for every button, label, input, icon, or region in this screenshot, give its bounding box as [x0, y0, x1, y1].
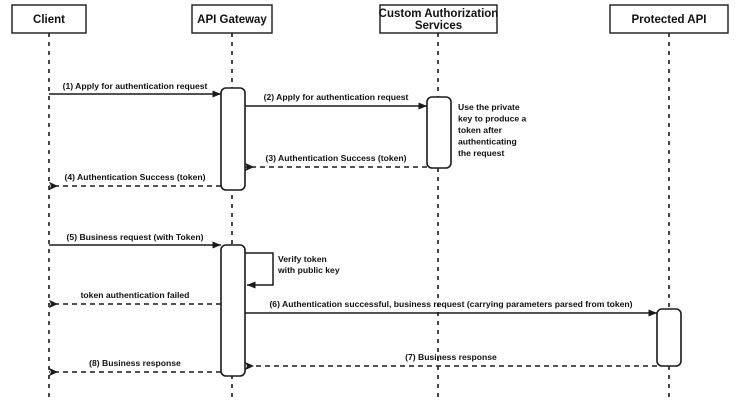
lifelines-layer	[48, 33, 670, 397]
message-msg-3[interactable]: (3) Authentication Success (token)	[244, 153, 427, 172]
activations-layer	[220, 87, 682, 377]
message-label-msg-8: (8) Business response	[89, 358, 181, 368]
message-label-msg-5: (5) Business request (with Token)	[67, 232, 204, 242]
note-line-note-private-key-2: token after	[458, 125, 503, 135]
activation-bar-gateway-act-1	[220, 87, 246, 191]
participant-gateway[interactable]: API Gateway	[191, 4, 273, 34]
participant-label-gateway: API Gateway	[197, 14, 267, 26]
message-label-msg-3: (3) Authentication Success (token)	[265, 153, 406, 163]
participant-label-authsvc: Custom Authorization	[379, 8, 499, 20]
participant-boxes-layer: Client API Gateway Custom AuthorizationSer…	[11, 4, 729, 34]
message-label-msg-self-line2: with public key	[277, 265, 340, 275]
message-msg-2[interactable]: (2) Apply for authentication request	[245, 92, 427, 110]
participant-box-gateway[interactable]	[191, 4, 273, 34]
message-label-msg-1: (1) Apply for authentication request	[63, 81, 208, 91]
message-msg-6[interactable]: (6) Authentication successful, business …	[245, 299, 657, 317]
message-msg-4[interactable]: (4) Authentication Success (token)	[48, 172, 221, 191]
message-msg-fail[interactable]: token authentication failed	[48, 290, 221, 309]
activation-bar-gateway-act-2	[220, 244, 246, 377]
activation-bar-authsvc-act-1	[426, 96, 452, 169]
message-label-msg-7: (7) Business response	[405, 352, 497, 362]
message-msg-8[interactable]: (8) Business response	[48, 358, 221, 377]
participant-box-client[interactable]	[11, 4, 87, 34]
participant-protapi[interactable]: Protected API	[609, 4, 729, 34]
note-line-note-private-key-4: the request	[458, 148, 504, 158]
message-label-msg-self: Verify token	[278, 254, 327, 264]
participant-label-authsvc-line2: Services	[415, 20, 462, 32]
participant-client[interactable]: Client	[11, 4, 87, 34]
message-label-msg-fail: token authentication failed	[81, 290, 190, 300]
message-label-msg-4: (4) Authentication Success (token)	[64, 172, 205, 182]
note-line-note-private-key-1: key to produce a	[458, 114, 527, 124]
message-msg-1[interactable]: (1) Apply for authentication request	[49, 81, 221, 98]
messages-layer: (1) Apply for authentication request (2) …	[48, 81, 657, 377]
note-line-note-private-key-0: Use the private	[458, 102, 520, 112]
participant-box-authsvc[interactable]	[379, 4, 498, 34]
message-label-msg-2: (2) Apply for authentication request	[264, 92, 409, 102]
message-line-msg-self	[245, 252, 274, 289]
message-msg-7[interactable]: (7) Business response	[244, 352, 657, 371]
message-label-msg-6: (6) Authentication successful, business …	[269, 299, 632, 309]
participant-label-protapi: Protected API	[632, 14, 707, 26]
participant-label-client: Client	[33, 14, 65, 26]
note-line-note-private-key-3: authenticating	[458, 137, 517, 147]
participant-box-protapi[interactable]	[609, 4, 729, 34]
activation-bar-protapi-act-1	[656, 308, 682, 367]
message-msg-5[interactable]: (5) Business request (with Token)	[49, 232, 221, 249]
